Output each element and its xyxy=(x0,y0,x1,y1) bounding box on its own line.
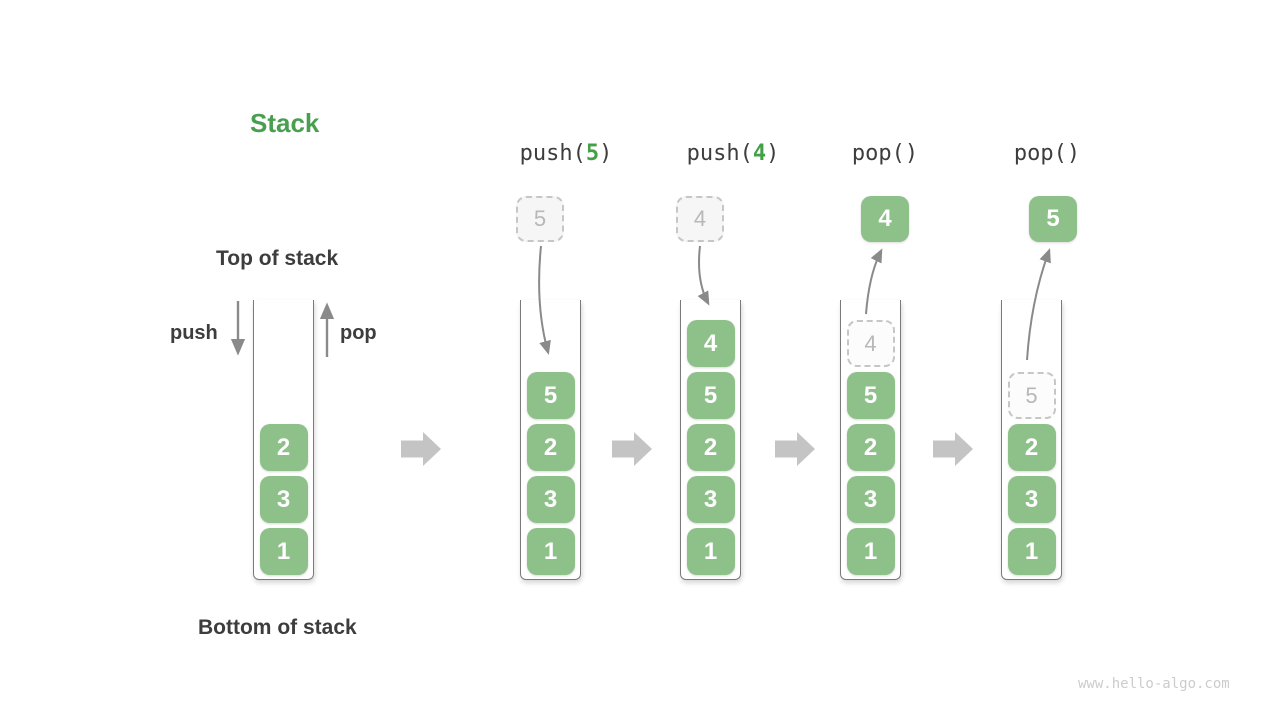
popped-item: 5 xyxy=(1029,196,1077,242)
page-title: Stack xyxy=(250,108,320,138)
stack-item: 2 xyxy=(259,424,308,471)
stack-item: 3 xyxy=(686,476,735,523)
operation-label: pop() xyxy=(1014,141,1080,166)
stack-well-after-push-4 xyxy=(680,300,741,580)
operation-paren: ) xyxy=(599,141,613,166)
stack-item: 1 xyxy=(526,528,575,575)
operation-label: push(5) xyxy=(520,141,613,166)
watermark: www.hello-algo.com xyxy=(1078,676,1230,692)
stack-well-after-pop-4 xyxy=(840,300,901,580)
stack-item: 5 xyxy=(846,372,895,419)
top-of-stack-label: Top of stack xyxy=(216,247,339,270)
stack-item: 3 xyxy=(1007,476,1056,523)
stack-item: 3 xyxy=(846,476,895,523)
operation-paren: ) xyxy=(1066,141,1081,166)
stack-item: 5 xyxy=(686,372,735,419)
operation-name: pop( xyxy=(1013,141,1067,166)
incoming-item: 5 xyxy=(516,196,564,242)
operation-name: push( xyxy=(686,141,753,166)
stack-item: 1 xyxy=(686,528,735,575)
stack-item: 2 xyxy=(1007,424,1056,471)
stack-well-initial xyxy=(253,300,314,580)
stack-item: 1 xyxy=(1007,528,1056,575)
next-step-arrow-icon xyxy=(775,432,815,466)
popped-item-placeholder: 5 xyxy=(1007,372,1056,419)
operation-paren: ) xyxy=(766,141,780,166)
stack-item: 2 xyxy=(846,424,895,471)
next-step-arrow-icon xyxy=(612,432,652,466)
stack-well-after-pop-5 xyxy=(1001,300,1062,580)
push-label: push xyxy=(170,322,218,344)
stack-item: 2 xyxy=(526,424,575,471)
stack-well-after-push-5 xyxy=(520,300,581,580)
next-step-arrow-icon xyxy=(401,432,441,466)
stack-item: 4 xyxy=(686,320,735,367)
next-step-arrow-icon xyxy=(933,432,973,466)
stack-item: 3 xyxy=(259,476,308,523)
operation-argument: 5 xyxy=(585,141,600,166)
incoming-item: 4 xyxy=(676,196,724,242)
popped-item: 4 xyxy=(861,196,909,242)
operation-paren: ) xyxy=(904,141,919,166)
operation-label: pop() xyxy=(852,141,918,166)
bottom-of-stack-label: Bottom of stack xyxy=(198,616,357,639)
stack-item: 1 xyxy=(846,528,895,575)
popped-item-placeholder: 4 xyxy=(846,320,895,367)
stack-item: 5 xyxy=(526,372,575,419)
pop-label: pop xyxy=(340,322,377,344)
operation-name: push( xyxy=(519,141,586,166)
operation-name: pop( xyxy=(851,141,905,166)
operation-argument: 4 xyxy=(752,141,767,166)
stack-item: 1 xyxy=(259,528,308,575)
stack-item: 2 xyxy=(686,424,735,471)
push-transfer-arrow-icon xyxy=(697,245,710,306)
stack-item: 3 xyxy=(526,476,575,523)
operation-label: push(4) xyxy=(687,141,780,166)
